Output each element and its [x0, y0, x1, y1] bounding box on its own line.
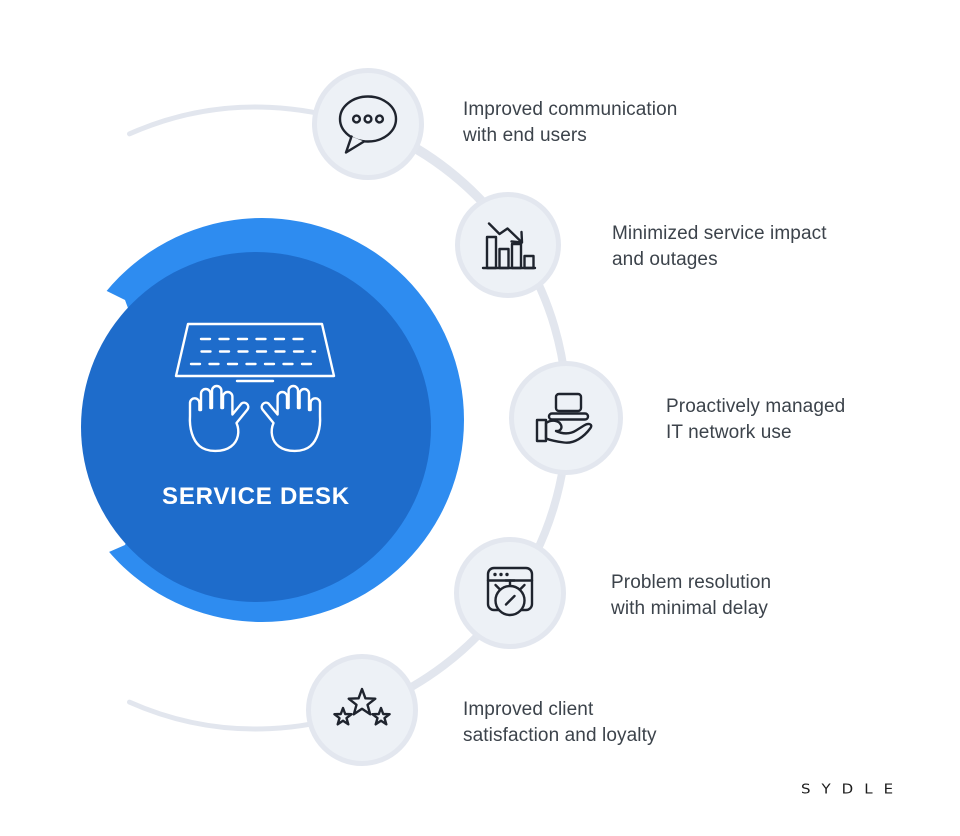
benefit-node-network [509, 361, 623, 475]
sydle-logo: SYDLE [801, 781, 905, 797]
benefit-node-resolution [454, 537, 566, 649]
benefit-label-line1: Minimized service impact [612, 223, 827, 244]
benefit-label-line1: Improved client [463, 699, 594, 720]
service-desk-circle [81, 252, 431, 602]
center-label: SERVICE DESK [162, 483, 350, 510]
benefit-node-satisfaction [306, 654, 418, 766]
speech-bubble-icon [338, 95, 398, 154]
benefit-label-line2: with end users [463, 125, 587, 146]
benefit-label-line1: Improved communication [463, 99, 678, 120]
declining-chart-icon [481, 222, 537, 270]
benefit-label-line2: IT network use [666, 422, 792, 443]
benefit-label-line2: with minimal delay [611, 598, 769, 619]
benefit-label: Improved client satisfaction and loyalty [463, 697, 657, 749]
three-stars-icon [333, 687, 391, 726]
benefit-label: Proactively managed IT network use [666, 394, 845, 446]
benefit-label-line1: Problem resolution [611, 572, 772, 593]
keyboard-hands-icon [174, 322, 336, 453]
window-stopwatch-icon [486, 566, 534, 617]
benefit-node-communication [312, 68, 424, 180]
benefit-label: Improved communication with end users [463, 97, 677, 149]
benefit-label-line1: Proactively managed [666, 396, 846, 417]
benefit-node-outages [455, 192, 561, 298]
benefit-label: Problem resolution with minimal delay [611, 570, 771, 622]
benefit-label-line2: and outages [612, 249, 718, 270]
benefit-label: Minimized service impact and outages [612, 221, 827, 273]
laptop-on-hand-icon [535, 392, 593, 444]
benefit-label-line2: satisfaction and loyalty [463, 725, 657, 746]
